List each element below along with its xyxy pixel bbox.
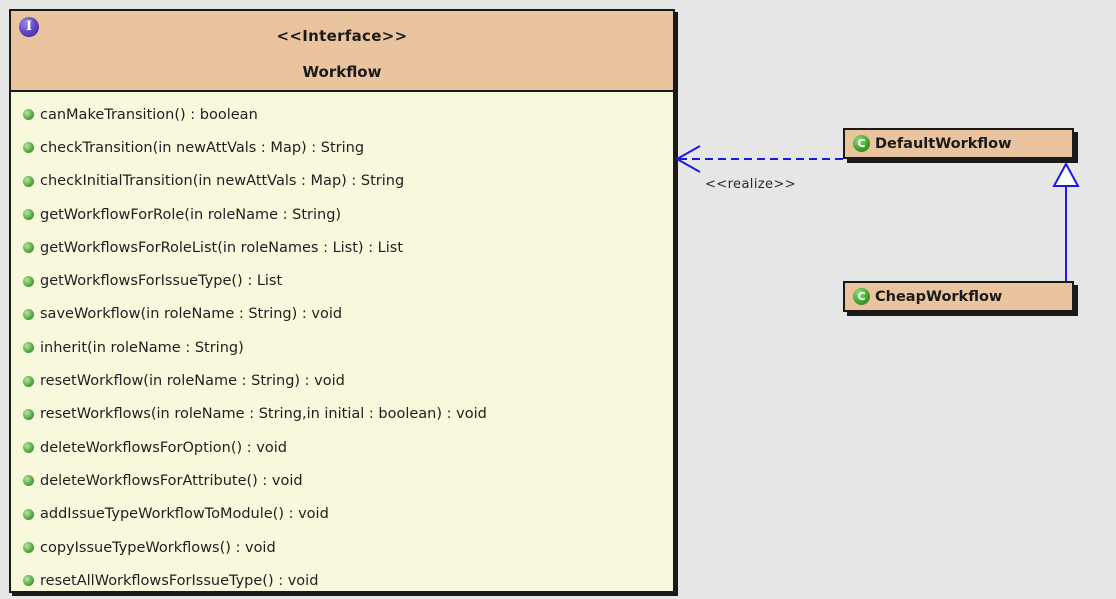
public-method-icon — [23, 109, 34, 121]
interface-header: I <<Interface>> Workflow — [11, 11, 673, 92]
method-item[interactable]: resetAllWorkflowsForIssueType() : void — [23, 564, 673, 597]
workflow-interface-box[interactable]: I <<Interface>> Workflow canMakeTransiti… — [9, 9, 675, 593]
method-signature: getWorkflowsForRoleList(in roleNames : L… — [40, 239, 404, 256]
method-item[interactable]: copyIssueTypeWorkflows() : void — [23, 531, 673, 564]
method-signature: resetWorkflow(in roleName : String) : vo… — [40, 373, 345, 390]
realize-arrowhead — [674, 145, 701, 173]
class-name: DefaultWorkflow — [875, 135, 1012, 152]
method-signature: getWorkflowsForIssueType() : List — [40, 273, 283, 290]
method-item[interactable]: getWorkflowsForRoleList(in roleNames : L… — [23, 231, 673, 264]
public-method-icon — [23, 408, 34, 420]
method-item[interactable]: canMakeTransition() : boolean — [23, 98, 673, 131]
method-item[interactable]: checkTransition(in newAttVals : Map) : S… — [23, 131, 673, 164]
method-signature: resetWorkflows(in roleName : String,in i… — [40, 406, 487, 423]
public-method-icon — [23, 275, 34, 287]
method-item[interactable]: addIssueTypeWorkflowToModule() : void — [23, 498, 673, 531]
method-signature: deleteWorkflowsForAttribute() : void — [40, 472, 303, 489]
public-method-icon — [23, 175, 34, 187]
method-item[interactable]: deleteWorkflowsForOption() : void — [23, 431, 673, 464]
public-method-icon — [23, 508, 34, 520]
method-signature: deleteWorkflowsForOption() : void — [40, 439, 287, 456]
method-signature: addIssueTypeWorkflowToModule() : void — [40, 506, 329, 523]
public-method-icon — [23, 342, 34, 354]
public-method-icon — [23, 375, 34, 387]
method-signature: resetAllWorkflowsForIssueType() : void — [40, 572, 319, 589]
method-signature: saveWorkflow(in roleName : String) : voi… — [40, 306, 343, 323]
class-icon: C — [853, 288, 870, 305]
method-signature: getWorkflowForRole(in roleName : String) — [40, 206, 342, 223]
cheap-workflow-class-box[interactable]: C CheapWorkflow — [843, 281, 1074, 312]
public-method-icon — [23, 575, 34, 587]
interface-stereotype: <<Interface>> — [276, 27, 408, 45]
interface-icon: I — [19, 17, 39, 37]
method-item[interactable]: inherit(in roleName : String) — [23, 331, 673, 364]
method-signature: canMakeTransition() : boolean — [40, 106, 258, 123]
method-item[interactable]: getWorkflowForRole(in roleName : String) — [23, 198, 673, 231]
method-signature: inherit(in roleName : String) — [40, 339, 244, 356]
public-method-icon — [23, 142, 34, 154]
method-item[interactable]: resetWorkflow(in roleName : String) : vo… — [23, 364, 673, 397]
class-name: CheapWorkflow — [875, 288, 1003, 305]
public-method-icon — [23, 442, 34, 454]
method-list: canMakeTransition() : boolean checkTrans… — [11, 92, 673, 597]
public-method-icon — [23, 308, 34, 320]
method-signature: checkInitialTransition(in newAttVals : M… — [40, 173, 405, 190]
method-item[interactable]: getWorkflowsForIssueType() : List — [23, 264, 673, 297]
method-item[interactable]: resetWorkflows(in roleName : String,in i… — [23, 398, 673, 431]
method-item[interactable]: saveWorkflow(in roleName : String) : voi… — [23, 298, 673, 331]
public-method-icon — [23, 242, 34, 254]
realize-label: <<realize>> — [705, 177, 797, 192]
method-signature: checkTransition(in newAttVals : Map) : S… — [40, 139, 365, 156]
public-method-icon — [23, 542, 34, 553]
public-method-icon — [23, 209, 34, 221]
public-method-icon — [23, 475, 34, 487]
class-icon: C — [853, 135, 870, 152]
method-item[interactable]: deleteWorkflowsForAttribute() : void — [23, 464, 673, 497]
method-item[interactable]: checkInitialTransition(in newAttVals : M… — [23, 165, 673, 198]
generalization-arrowhead — [1052, 161, 1080, 187]
interface-name: Workflow — [302, 63, 382, 81]
method-signature: copyIssueTypeWorkflows() : void — [40, 539, 276, 556]
default-workflow-class-box[interactable]: C DefaultWorkflow — [843, 128, 1074, 159]
